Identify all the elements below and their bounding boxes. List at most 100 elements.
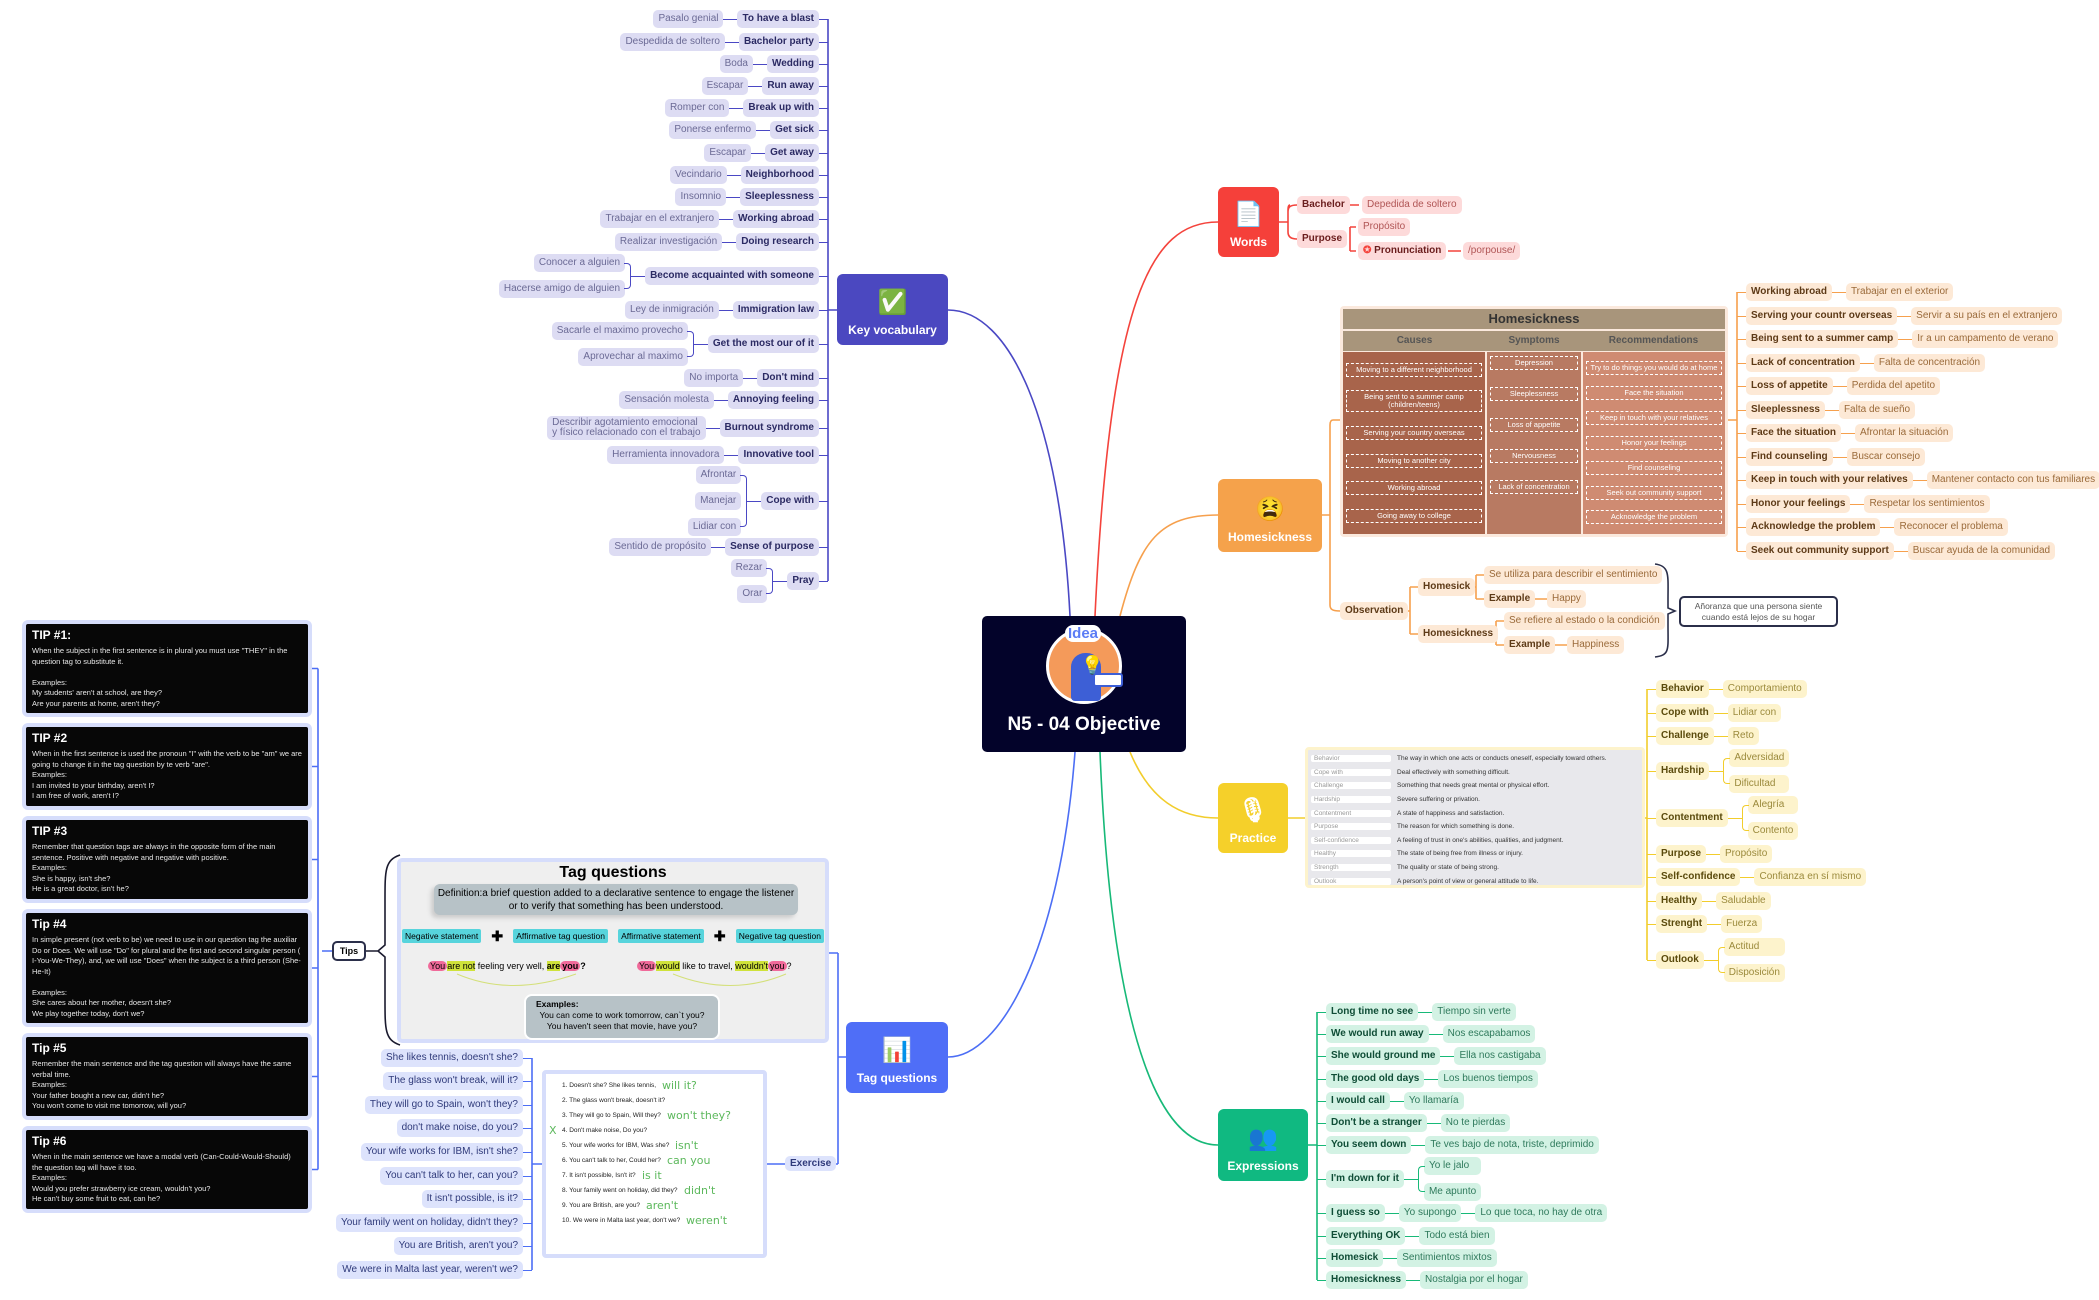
term-the-good-old-days[interactable]: The good old days — [1326, 1070, 1425, 1088]
term-wedding[interactable]: Wedding — [766, 55, 819, 73]
term-to-have-a-blast[interactable]: To have a blast — [737, 10, 819, 28]
translation[interactable]: Conocer a alguien — [533, 254, 626, 272]
translation[interactable]: Lidiar con — [687, 518, 742, 536]
term-bachelor-party[interactable]: Bachelor party — [738, 33, 819, 51]
translation[interactable]: Sentido de propósito — [609, 538, 712, 556]
translation[interactable]: Tiempo sin verte — [1432, 1003, 1516, 1021]
word-pronunciation[interactable]: ✪ Pronunciation — [1358, 242, 1447, 260]
translation[interactable]: Orar — [737, 585, 768, 603]
obs-homesickness-example[interactable]: Happiness — [1567, 636, 1625, 654]
term-she-would-ground-me[interactable]: She would ground me — [1326, 1047, 1441, 1065]
translation[interactable]: Reto — [1727, 727, 1759, 745]
translation[interactable]: No te pierdas — [1440, 1114, 1511, 1132]
obs-homesickness-desc[interactable]: Se refiere al estado o la condición — [1504, 612, 1665, 630]
term-purpose[interactable]: Purpose — [1656, 845, 1707, 863]
term-lack-of-concentration[interactable]: Lack of concentration — [1746, 354, 1860, 372]
translation[interactable]: Saludable — [1716, 892, 1771, 910]
term-run-away[interactable]: Run away — [762, 77, 819, 95]
translation[interactable]: Sentimientos mixtos — [1397, 1249, 1497, 1267]
term-serving-your-countr-overseas[interactable]: Serving your countr overseas — [1746, 307, 1898, 325]
topic-tag-questions[interactable]: 📊 Tag questions — [846, 1022, 948, 1093]
term-don-t-be-a-stranger[interactable]: Don't be a stranger — [1326, 1114, 1427, 1132]
translation[interactable]: Mantener contacto con tus familiares — [1926, 471, 2099, 489]
translation[interactable]: Te ves bajo de nota, triste, deprimido — [1425, 1136, 1599, 1154]
translation[interactable]: Ponerse enfermo — [669, 121, 757, 139]
topic-practice[interactable]: 🎙 Practice — [1218, 783, 1288, 853]
term-face-the-situation[interactable]: Face the situation — [1746, 424, 1842, 442]
observation-summary-note[interactable]: Añoranza que una persona siente cuando e… — [1679, 596, 1838, 627]
term-seek-out-community-support[interactable]: Seek out community support — [1746, 542, 1894, 560]
term-i-would-call[interactable]: I would call — [1326, 1092, 1390, 1110]
obs-homesick-example-label[interactable]: Example — [1484, 590, 1536, 608]
translation[interactable]: Manejar — [695, 492, 742, 510]
translation[interactable]: Escapar — [701, 77, 749, 95]
term-doing-research[interactable]: Doing research — [736, 233, 819, 251]
term-homesickness[interactable]: Homesickness — [1326, 1271, 1407, 1289]
translation[interactable]: Confianza en sí mismo — [1754, 868, 1867, 886]
observation-node[interactable]: Observation — [1340, 602, 1409, 620]
central-topic[interactable]: Idea 💡 N5 - 04 Objective — [982, 616, 1186, 752]
term-keep-in-touch-with-your-relatives[interactable]: Keep in touch with your relatives — [1746, 471, 1913, 489]
exercise-node[interactable]: Exercise — [785, 1156, 837, 1171]
translation[interactable]: Reconocer el problema — [1894, 518, 2008, 536]
translation[interactable]: Ir a un campamento de verano — [1912, 330, 2059, 348]
term-sleeplessness[interactable]: Sleeplessness — [1746, 401, 1825, 419]
translation[interactable]: Todo está bien — [1419, 1227, 1495, 1245]
obs-homesickness-example-label[interactable]: Example — [1504, 636, 1556, 654]
word-purpose-translation[interactable]: Propósito — [1358, 218, 1411, 236]
tips-node[interactable]: Tips — [332, 941, 366, 961]
term-working-abroad[interactable]: Working abroad — [1746, 283, 1832, 301]
translation[interactable]: Yo le jalo — [1423, 1157, 1482, 1175]
translation[interactable]: Actitud — [1723, 938, 1785, 956]
exercise-answer[interactable]: Your wife works for IBM, isn't she? — [360, 1143, 523, 1161]
topic-key-vocabulary[interactable]: ✅ Key vocabulary — [837, 274, 948, 345]
translation[interactable]: Escapar — [704, 144, 752, 162]
term-cope-with[interactable]: Cope with — [761, 492, 819, 510]
term-burnout-syndrome[interactable]: Burnout syndrome — [719, 419, 819, 437]
term-being-sent-to-a-summer-camp[interactable]: Being sent to a summer camp — [1746, 330, 1899, 348]
term-immigration-law[interactable]: Immigration law — [732, 301, 819, 319]
translation[interactable]: Me apunto — [1423, 1183, 1482, 1201]
translation[interactable]: Rezar — [730, 559, 768, 577]
translation[interactable]: Aprovechar al maximo — [578, 348, 688, 366]
term-strenght[interactable]: Strenght — [1656, 915, 1708, 933]
translation[interactable]: Adversidad — [1729, 749, 1790, 767]
term-loss-of-appetite[interactable]: Loss of appetite — [1746, 377, 1833, 395]
translation[interactable]: Trabajar en el extranjero — [600, 210, 720, 228]
term-get-sick[interactable]: Get sick — [770, 121, 819, 139]
translation[interactable]: Realizar investigación — [614, 233, 723, 251]
translation[interactable]: Servir a su país en el extranjero — [1911, 307, 2063, 325]
translation[interactable]: Vecindario — [669, 166, 727, 184]
term-i-m-down-for-it[interactable]: I'm down for it — [1326, 1170, 1404, 1188]
translation[interactable]: Respetar los sentimientos — [1864, 495, 1990, 513]
translation[interactable]: Falta de sueño — [1838, 401, 1916, 419]
term-challenge[interactable]: Challenge — [1656, 727, 1714, 745]
translation[interactable]: Disposición — [1723, 964, 1785, 982]
obs-homesick-example[interactable]: Happy — [1547, 590, 1586, 608]
translation[interactable]: Los buenos tiempos — [1438, 1070, 1538, 1088]
word-pronunciation-value[interactable]: /porpouse/ — [1463, 242, 1521, 260]
obs-homesick-desc[interactable]: Se utiliza para describir el sentimiento — [1484, 566, 1663, 584]
translation[interactable]: Dificultad — [1729, 775, 1790, 793]
word-bachelor-translation[interactable]: Depedida de soltero — [1362, 196, 1462, 214]
exercise-answer[interactable]: You can't talk to her, can you? — [380, 1167, 523, 1185]
word-purpose[interactable]: Purpose — [1297, 230, 1348, 248]
exercise-answer[interactable]: don't make noise, do you? — [396, 1119, 523, 1137]
obs-homesick[interactable]: Homesick — [1418, 578, 1476, 596]
exercise-answer[interactable]: It isn't possible, is it? — [421, 1190, 523, 1208]
translation[interactable]: Alegría — [1747, 796, 1799, 814]
tip-card[interactable]: TIP #1:When the subject in the first sen… — [22, 620, 312, 717]
term-break-up-with[interactable]: Break up with — [743, 99, 819, 117]
translation[interactable]: Propósito — [1720, 845, 1773, 863]
translation[interactable]: Lidiar con — [1727, 704, 1782, 722]
translation[interactable]: Describir agotamiento emocional y físico… — [547, 416, 706, 440]
term-homesick[interactable]: Homesick — [1326, 1249, 1384, 1267]
term-neighborhood[interactable]: Neighborhood — [740, 166, 819, 184]
term-self-confidence[interactable]: Self-confidence — [1656, 868, 1741, 886]
translation[interactable]: No importa — [684, 369, 744, 387]
translation[interactable]: Buscar consejo — [1846, 448, 1926, 466]
term-cope-with[interactable]: Cope with — [1656, 704, 1714, 722]
translation[interactable]: Afrontar — [695, 466, 742, 484]
